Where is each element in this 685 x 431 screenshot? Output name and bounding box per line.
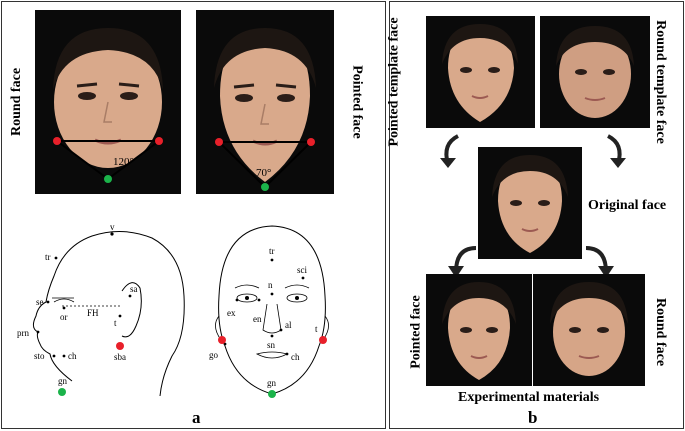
frontal-sn-label: sn xyxy=(267,340,276,350)
profile-gn-label: gn xyxy=(58,376,68,386)
panel-a: 120° Round face 70° Pointed face xyxy=(1,1,386,429)
frontal-t-label: t xyxy=(315,324,318,334)
panel-b: Pointed template face Round template fac… xyxy=(386,1,684,429)
frontal-en-label: en xyxy=(253,314,262,324)
profile-v-label: v xyxy=(110,222,115,232)
original-face-label: Original face xyxy=(588,198,667,213)
round-face-result-illustration xyxy=(533,274,645,386)
round-angle-label: 120° xyxy=(113,156,134,168)
panel-a-label: a xyxy=(192,408,201,427)
frontal-tr-label: tr xyxy=(269,246,275,256)
original-face-photo xyxy=(478,147,582,259)
round-face-result-label: Round face xyxy=(653,297,669,367)
frontal-gn-label: gn xyxy=(267,378,277,388)
round-face-photo: 120° xyxy=(35,10,181,194)
round-template-label: Round template face xyxy=(652,20,668,144)
frontal-n-label: n xyxy=(268,280,273,290)
profile-sto-label: sto xyxy=(34,351,45,361)
frontal-landmark-diagram: tr sci n ex en al t sn go ch gn xyxy=(209,225,329,398)
frontal-sci-label: sci xyxy=(297,265,307,275)
round-face-illustration: 120° xyxy=(35,10,181,194)
arrow-down-right-icon-2 xyxy=(585,246,614,278)
profile-landmark-diagram: v tr se or FH sa t prn sto ch sba gn xyxy=(17,222,185,397)
frontal-ch-label: ch xyxy=(291,352,300,362)
experimental-materials-label: Experimental materials xyxy=(458,390,600,405)
pointed-template-label: Pointed template face xyxy=(386,17,402,147)
pointed-face-result-illustration xyxy=(426,274,532,386)
frontal-ex-label: ex xyxy=(227,308,236,318)
pointed-template-illustration xyxy=(426,16,535,128)
profile-prn-label: prn xyxy=(17,328,29,338)
round-template-photo xyxy=(540,16,650,128)
frontal-go-label: go xyxy=(209,350,219,360)
pointed-angle-label: 70° xyxy=(256,167,271,179)
panel-b-label: b xyxy=(528,408,538,427)
profile-fh-label: FH xyxy=(87,308,99,318)
pointed-face-photo: 70° xyxy=(196,10,334,194)
profile-sa-label: sa xyxy=(130,284,138,294)
round-face-result-photo xyxy=(533,274,645,386)
profile-ch-label: ch xyxy=(68,351,77,361)
pointed-face-label: Pointed face xyxy=(349,65,365,139)
profile-sba-label: sba xyxy=(114,352,126,362)
arrow-down-left-icon xyxy=(440,134,459,168)
profile-tr-label: tr xyxy=(45,252,51,262)
arrow-down-left-icon-2 xyxy=(448,246,477,278)
pointed-face-illustration: 70° xyxy=(196,10,334,194)
pointed-face-result-photo xyxy=(426,274,532,386)
pointed-template-photo xyxy=(426,16,535,128)
arrow-down-right-icon xyxy=(607,134,626,168)
profile-t-label: t xyxy=(114,318,117,328)
pointed-face-result-label: Pointed face xyxy=(408,295,424,369)
round-face-label: Round face xyxy=(9,67,25,137)
profile-se-label: se xyxy=(36,297,44,307)
frontal-al-label: al xyxy=(285,320,292,330)
round-template-illustration xyxy=(540,16,650,128)
original-face-illustration xyxy=(478,147,582,259)
profile-or-label: or xyxy=(60,312,68,322)
